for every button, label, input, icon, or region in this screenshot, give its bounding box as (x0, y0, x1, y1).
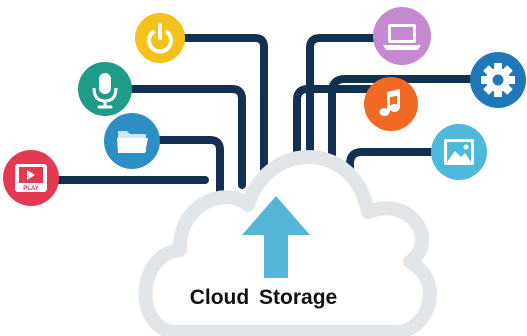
line-music (293, 85, 389, 174)
image-node (431, 124, 487, 180)
music-note-icon (379, 89, 400, 116)
video-node: PLAY (3, 150, 59, 206)
connector-lines (44, 34, 489, 204)
line-image (346, 148, 449, 204)
line-folder (146, 136, 224, 199)
music-node (364, 77, 418, 131)
video-icon-text: PLAY (23, 186, 38, 192)
image-icon (444, 139, 474, 165)
laptop-node (373, 7, 431, 65)
power-node (135, 13, 185, 63)
upload-arrow-icon (242, 196, 310, 278)
power-icon (147, 23, 173, 54)
microphone-node (78, 62, 132, 116)
line-laptop (306, 34, 389, 164)
line-power (174, 34, 268, 174)
folder-node (104, 113, 160, 169)
music-icon-circle (364, 77, 418, 131)
gear-node (470, 52, 526, 108)
line-microphone (114, 85, 246, 189)
microphone-icon (92, 73, 118, 109)
folder-icon (117, 131, 148, 153)
cloud-storage-title: Cloud Storage (189, 286, 338, 309)
line-gear (328, 75, 489, 159)
gear-icon (481, 63, 515, 97)
laptop-icon (383, 24, 421, 50)
video-play-icon: PLAY (15, 164, 47, 192)
